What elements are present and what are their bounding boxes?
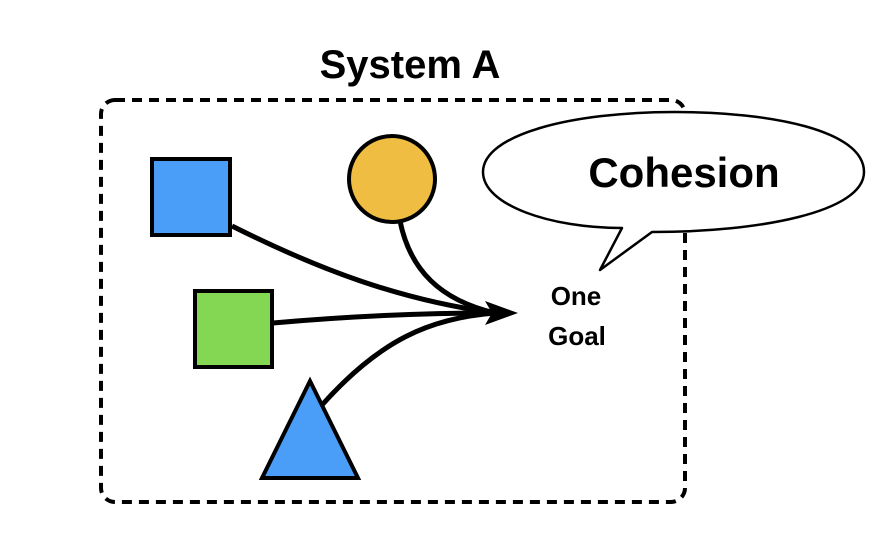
connector-blue-square [230, 223, 496, 316]
connector-yellow-circle [397, 220, 496, 316]
speech-bubble-text: Cohesion [588, 149, 779, 196]
system-title: System A [320, 43, 501, 87]
blue-triangle [258, 376, 362, 480]
goal-label-line1: One [551, 281, 602, 311]
connector-blue-triangle [320, 310, 496, 407]
goal-label-line2: Goal [548, 321, 606, 351]
blue-square [150, 157, 232, 237]
system-boundary [99, 98, 687, 504]
yellow-circle [347, 134, 437, 224]
speech-bubble [481, 110, 866, 272]
arrowhead-icon [485, 301, 518, 325]
green-square [193, 289, 274, 369]
connector-green-square [272, 310, 496, 326]
